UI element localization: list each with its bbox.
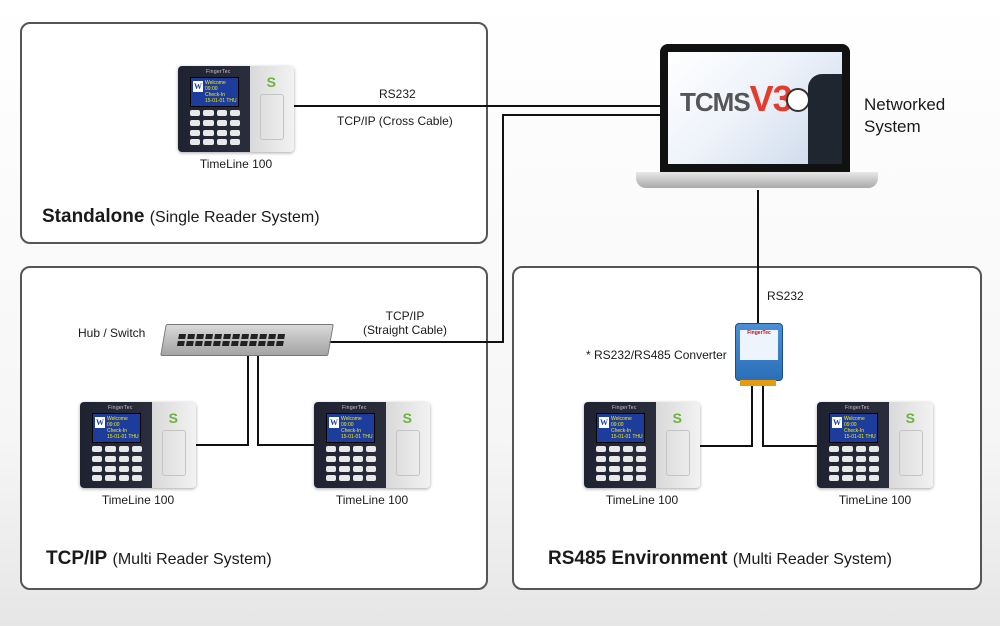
laptop-display: TCMSV3 bbox=[668, 52, 842, 164]
card-reader-area bbox=[162, 430, 186, 476]
brand-logo-icon: S bbox=[266, 74, 276, 90]
hub-switch-device bbox=[160, 324, 334, 356]
networked-line-2: System bbox=[864, 117, 921, 136]
laptop: TCMSV3 bbox=[660, 44, 850, 172]
title-bold: Standalone bbox=[42, 206, 145, 227]
card-reader-area bbox=[396, 430, 420, 476]
device-label: TimeLine 100 bbox=[838, 493, 912, 507]
keypad bbox=[596, 446, 646, 482]
switch-ports bbox=[176, 334, 286, 346]
brand-logo-icon: S bbox=[168, 410, 178, 426]
device-label: TimeLine 100 bbox=[605, 493, 679, 507]
screen-line-1: Welcome bbox=[205, 80, 226, 86]
brand-logo-icon: S bbox=[905, 410, 915, 426]
keypad bbox=[190, 110, 240, 146]
tcpip-title: TCP/IP (Multi Reader System) bbox=[46, 548, 272, 570]
rs232-rs485-converter: FingerTec bbox=[735, 323, 783, 386]
card-reader-area bbox=[666, 430, 690, 476]
converter-brand: FingerTec bbox=[740, 330, 778, 360]
hub-switch-label: Hub / Switch bbox=[78, 326, 146, 340]
title-bold: TCP/IP bbox=[46, 548, 108, 569]
businessman-image bbox=[808, 74, 842, 164]
screen-line-3: Check-In bbox=[205, 92, 226, 98]
rs232-top-label: RS232 bbox=[379, 87, 416, 101]
rs485-title: RS485 Environment (Multi Reader System) bbox=[548, 548, 892, 570]
device-brand: FingerTec bbox=[342, 405, 367, 411]
clock-icon bbox=[786, 88, 810, 112]
keypad bbox=[829, 446, 879, 482]
title-bold: RS485 Environment bbox=[548, 548, 728, 569]
tcms-logo: TCMSV3 bbox=[680, 78, 793, 119]
brand-logo-icon: S bbox=[672, 410, 682, 426]
device-label: TimeLine 100 bbox=[199, 157, 273, 171]
straight-line-2: (Straight Cable) bbox=[362, 323, 448, 337]
title-sub: (Multi Reader System) bbox=[732, 551, 892, 568]
keypad bbox=[92, 446, 142, 482]
device-brand: FingerTec bbox=[108, 405, 133, 411]
converter-terminal-block bbox=[740, 380, 776, 386]
screen-line-2: 09:00 bbox=[205, 86, 218, 92]
networked-system-label: Networked System bbox=[864, 94, 945, 138]
device-label: TimeLine 100 bbox=[101, 493, 175, 507]
standalone-title: Standalone (Single Reader System) bbox=[42, 206, 320, 228]
straight-cable-label: TCP/IP (Straight Cable) bbox=[358, 309, 452, 337]
converter-label: * RS232/RS485 Converter bbox=[586, 348, 727, 362]
title-sub: (Single Reader System) bbox=[149, 209, 320, 226]
brand-logo-icon: S bbox=[402, 410, 412, 426]
screen-line-4: 15-01-01 THU bbox=[205, 98, 237, 104]
networked-line-1: Networked bbox=[864, 95, 946, 114]
device-brand: FingerTec bbox=[845, 405, 870, 411]
rs232-mid-label: RS232 bbox=[767, 289, 804, 303]
card-reader-area bbox=[260, 94, 284, 140]
device-label: TimeLine 100 bbox=[335, 493, 409, 507]
cross-cable-label: TCP/IP (Cross Cable) bbox=[337, 114, 453, 128]
laptop-base bbox=[636, 172, 878, 188]
title-sub: (Multi Reader System) bbox=[112, 551, 272, 568]
straight-line-1: TCP/IP bbox=[385, 309, 425, 323]
keypad bbox=[326, 446, 376, 482]
card-reader-area bbox=[899, 430, 923, 476]
device-brand: FingerTec bbox=[612, 405, 637, 411]
device-brand: FingerTec bbox=[206, 69, 231, 75]
